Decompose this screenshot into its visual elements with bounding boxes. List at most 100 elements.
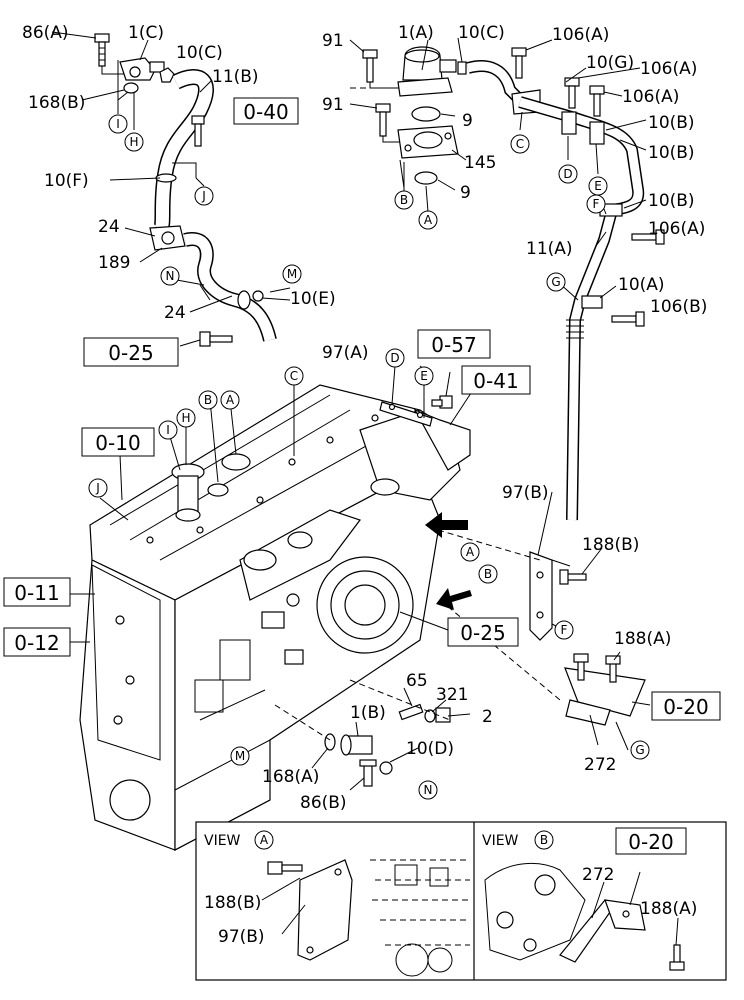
callout-10c-right: 10(C) [458,23,505,43]
svg-text:A: A [226,393,235,407]
callout-1a: 1(A) [398,23,434,43]
marker-h-mid: H [176,408,196,428]
bolt-ref-025-icon [199,331,233,347]
svg-text:0-25: 0-25 [108,341,153,365]
svg-text:F: F [593,197,600,211]
callout-97b: 97(B) [502,483,549,503]
washer-321-icon [424,709,436,723]
marker-c-mid: C [284,366,304,386]
svg-text:0-41: 0-41 [473,369,518,393]
svg-text:A: A [466,545,475,559]
connector-189-icon [149,225,186,251]
marker-h-top: H [124,132,144,152]
marker-i-mid: I [158,420,178,440]
callout-321: 321 [436,685,468,705]
marker-j-top: J [194,186,214,206]
callout-11a: 11(A) [526,239,573,259]
bolt-188a-2-icon [605,655,621,683]
svg-text:G: G [635,743,644,757]
bolt-106a-3-icon [589,85,605,117]
callout-86b: 86(B) [300,793,347,813]
oil-filler-cap-icon [171,463,205,522]
marker-d-top: D [558,164,578,184]
svg-text:M: M [235,749,245,763]
callout-188a: 188(A) [614,629,671,649]
detail-view-a: VIEW A 188(B) 97(B) [204,830,470,977]
clamp-10d-icon [379,761,393,775]
bolt-106a-2-icon [564,77,580,109]
circled-markers: I H J N M B A C D E F G D E C B A H I J … [88,114,650,800]
callout-188b: 188(B) [582,535,639,555]
ref-box-010: 0-10 [81,427,155,457]
ref-box-020-view: 0-20 [615,827,687,855]
bolt-106b-icon [611,311,645,327]
svg-text:B: B [400,193,408,207]
svg-text:0-40: 0-40 [243,100,288,124]
reference-boxes: 0-40 0-25 0-57 0-41 0-10 0-11 0-12 0-25 [3,97,721,721]
svg-text:I: I [116,117,120,131]
view-a-callout-97b: 97(B) [218,927,265,947]
svg-text:B: B [204,393,212,407]
marker-a-arrow: A [460,542,480,562]
pin-65-icon [398,703,424,721]
clamp-10c-left-icon [159,67,175,83]
svg-text:0-20: 0-20 [628,830,673,854]
marker-j-mid: J [88,478,108,498]
gasket-145-icon [397,125,459,159]
svg-text:D: D [563,167,572,181]
svg-text:N: N [166,269,175,283]
svg-text:J: J [95,481,100,495]
marker-b-top: B [394,190,414,210]
callout-9-bottom: 9 [460,183,471,203]
view-a-bolt-icon [267,861,283,875]
marker-e-top: E [588,176,608,196]
bolt-86a-icon [94,33,110,67]
svg-text:0-57: 0-57 [431,333,476,357]
bolt-106a-4-icon [631,229,665,245]
bolt-91-top-icon [362,49,378,83]
ref-box-025-top: 0-25 [83,337,179,367]
callout-168a: 168(A) [262,767,319,787]
callout-10a: 10(A) [618,275,665,295]
callout-labels: 86(A) 1(C) 10(C) 11(B) 168(B) 10(F) 24 1… [22,23,707,813]
svg-text:E: E [594,179,602,193]
callout-9-top: 9 [462,111,473,131]
callout-1b: 1(B) [350,703,386,723]
arrow-view-b-icon [436,588,472,610]
bolt-106a-1-icon [511,47,527,79]
callout-10e: 10(E) [290,289,336,309]
bolt-188b-icon [559,569,587,585]
callout-97a: 97(A) [322,343,369,363]
svg-text:H: H [129,135,138,149]
callout-2: 2 [482,707,493,727]
marker-c-top: C [510,134,530,154]
marker-b-mid: B [198,390,218,410]
svg-text:M: M [287,267,297,281]
clamp-10c-right-icon [457,61,467,75]
callout-1c: 1(C) [128,23,164,43]
callout-106b: 106(B) [650,297,707,317]
marker-b-arrow: B [478,564,498,584]
callout-91-bottom: 91 [322,95,344,115]
ref-box-057: 0-57 [417,329,491,359]
marker-a-top: A [418,210,438,230]
oring-9-bottom-icon [414,171,438,185]
view-b-title: VIEW [482,833,519,849]
marker-g-mid: G [630,740,650,760]
marker-g-top: G [546,272,566,292]
bolt-188a-1-icon [573,653,589,681]
pipe-assembly-right [466,47,665,521]
dashed-guide-lines [274,87,561,741]
bolt-ref-040-icon [191,115,205,147]
bracket-97b-icon [529,551,553,641]
marker-a-mid: A [220,390,240,410]
callout-65: 65 [406,671,428,691]
thermostat-housing-1a-icon [397,46,457,97]
callout-106a-3: 106(A) [622,87,679,107]
upper-left-hose-assembly [94,33,277,347]
ref-box-025-mid: 0-25 [447,617,519,647]
oring-168a-icon [324,733,336,751]
svg-text:I: I [166,423,170,437]
marker-m-bottom: M [230,746,250,766]
